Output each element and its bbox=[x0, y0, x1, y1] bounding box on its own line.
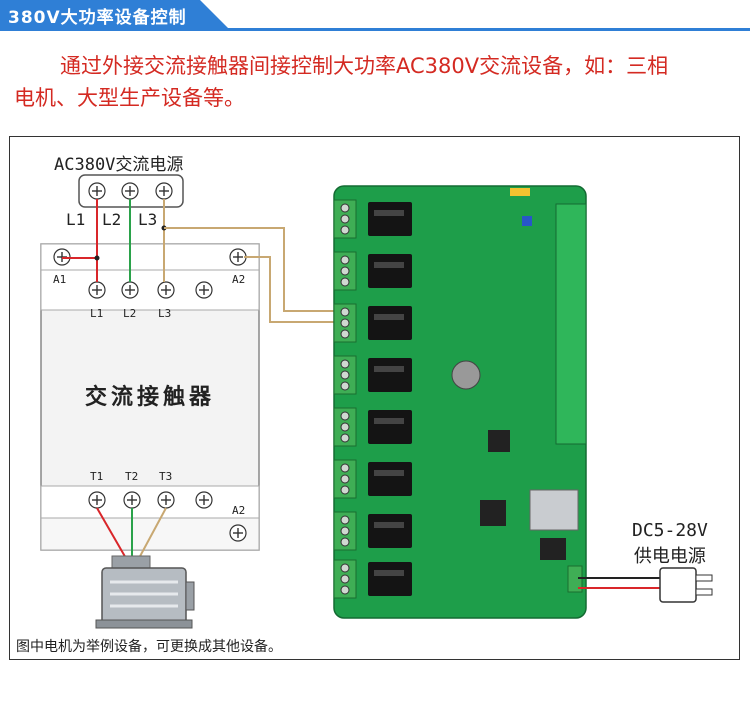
terminal-label-line-l2: L2 bbox=[123, 307, 137, 320]
relay-board bbox=[333, 185, 587, 619]
terminal-label-line-l3: L3 bbox=[158, 307, 172, 320]
contactor-name: 交流接触器 bbox=[85, 384, 215, 410]
source-terminal-l2 bbox=[121, 182, 139, 200]
contactor-bottom-a2-screw bbox=[229, 524, 247, 542]
contactor-bottom-strip bbox=[40, 517, 260, 551]
contactor-t3-screw bbox=[157, 491, 175, 509]
diagram-note: 图中电机为举例设备，可更换成其他设备。 bbox=[16, 639, 282, 655]
intro-line-1: 通过外接交流接触器间接控制大功率AC380V交流设备，如：三相 bbox=[60, 54, 669, 78]
terminal-label-line-l1: L1 bbox=[90, 307, 104, 320]
motor-graphic bbox=[95, 555, 195, 629]
diagram-frame bbox=[9, 136, 740, 660]
wire-a2-to-board bbox=[244, 256, 335, 323]
header-bar: 380V大功率设备控制 bbox=[0, 0, 750, 31]
motor-wire-t3 bbox=[137, 507, 167, 561]
contactor-load-strip bbox=[40, 485, 260, 519]
motor-wire-t1 bbox=[96, 507, 128, 561]
power-supply-text: 供电电源 bbox=[633, 546, 706, 567]
phase-label-l3: L3 bbox=[138, 210, 158, 229]
phase-label-l1: L1 bbox=[66, 210, 86, 229]
contactor-t1-screw bbox=[88, 491, 106, 509]
contactor-t2-screw bbox=[123, 491, 141, 509]
contactor-l2-screw bbox=[121, 281, 139, 299]
source-terminal-l1 bbox=[88, 182, 106, 200]
power-supply-label: DC5-28V 供电电源 bbox=[632, 518, 708, 570]
terminal-label-a2-top: A2 bbox=[232, 273, 246, 286]
contactor-a2-screw bbox=[229, 248, 247, 266]
terminal-label-a2-bottom: A2 bbox=[232, 504, 246, 517]
header-title: 380V大功率设备控制 bbox=[8, 8, 187, 28]
power-supply-voltage: DC5-28V bbox=[632, 520, 708, 541]
terminal-label-t1: T1 bbox=[90, 470, 104, 483]
source-terminal-l3 bbox=[155, 182, 173, 200]
contactor-line-strip bbox=[40, 269, 260, 311]
terminal-label-t2: T2 bbox=[125, 470, 139, 483]
contactor-l3-screw bbox=[157, 281, 175, 299]
header-underline bbox=[0, 28, 750, 31]
dc-plug-graphic bbox=[659, 567, 713, 603]
terminal-label-t3: T3 bbox=[159, 470, 173, 483]
wire-l1-junction bbox=[94, 255, 100, 261]
contactor-aux-screw-1 bbox=[195, 281, 213, 299]
intro-text: 通过外接交流接触器间接控制大功率AC380V交流设备，如：三相 电机、大型生产设… bbox=[14, 50, 736, 114]
terminal-label-a1: A1 bbox=[53, 273, 67, 286]
contactor-l1-screw bbox=[88, 281, 106, 299]
header-tab bbox=[0, 0, 230, 30]
phase-label-l2: L2 bbox=[102, 210, 122, 229]
intro-line-2: 电机、大型生产设备等。 bbox=[14, 86, 245, 110]
wire-l3-to-board bbox=[164, 227, 335, 312]
ac-source-label: AC380V交流电源 bbox=[54, 155, 184, 175]
contactor-aux-screw-2 bbox=[195, 491, 213, 509]
